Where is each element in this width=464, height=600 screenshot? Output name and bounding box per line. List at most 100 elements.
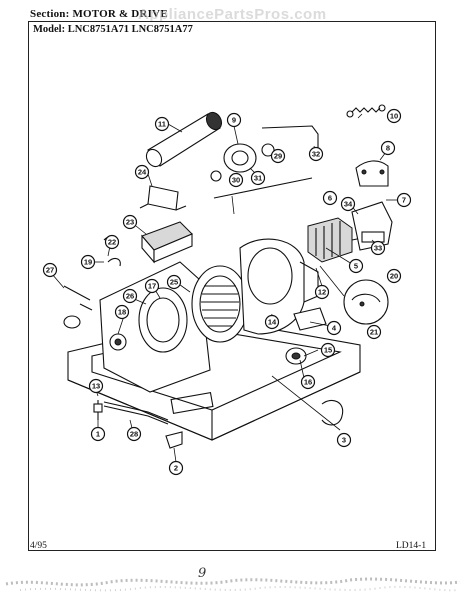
callout-11: 11 [154, 116, 170, 132]
callout-28: 28 [126, 426, 142, 442]
callout-31: 31 [250, 170, 266, 186]
leader-lines [51, 113, 398, 463]
handwritten-mark: 9 [198, 566, 207, 581]
callout-8: 8 [380, 140, 396, 156]
callout-16: 16 [300, 374, 316, 390]
callout-17: 17 [144, 278, 160, 294]
svg-text:11: 11 [158, 120, 166, 129]
svg-text:23: 23 [126, 218, 134, 227]
callout-30: 30 [228, 172, 244, 188]
svg-text:20: 20 [390, 272, 398, 281]
svg-text:5: 5 [354, 262, 358, 271]
callout-9: 9 [226, 112, 242, 128]
callout-14: 14 [264, 314, 280, 330]
callout-12: 12 [314, 284, 330, 300]
callout-10: 10 [386, 108, 402, 124]
motor-bracket [355, 160, 389, 187]
svg-text:33: 33 [374, 244, 382, 253]
detail-circle [319, 265, 389, 325]
drive-belt [103, 401, 169, 425]
svg-text:26: 26 [126, 292, 134, 301]
svg-text:29: 29 [274, 152, 282, 161]
blower-wheel [191, 265, 249, 343]
svg-text:16: 16 [304, 378, 312, 387]
callout-21: 21 [366, 324, 382, 340]
idler-pulley-shaft [145, 111, 223, 168]
callout-24: 24 [134, 164, 150, 180]
section-heading: Section: MOTOR & DRIVE [30, 8, 168, 20]
callout-22: 22 [104, 234, 120, 250]
svg-text:14: 14 [268, 318, 277, 327]
small-bracket [293, 307, 327, 331]
svg-text:15: 15 [324, 346, 332, 355]
svg-text:4: 4 [332, 324, 337, 333]
callout-26: 26 [122, 288, 138, 304]
callout-19: 19 [80, 254, 96, 270]
svg-text:31: 31 [254, 174, 262, 183]
callout-15: 15 [320, 342, 336, 358]
support-bracket [139, 185, 187, 211]
motor-block [141, 221, 193, 264]
revision-date: 4/95 [30, 541, 47, 551]
callout-32: 32 [308, 146, 324, 162]
callout-25: 25 [166, 274, 182, 290]
model-heading: Model: LNC8751A71 LNC8751A77 [33, 24, 193, 35]
svg-text:10: 10 [390, 112, 398, 121]
svg-text:21: 21 [370, 328, 378, 337]
section-value: MOTOR & DRIVE [72, 8, 168, 20]
svg-text:6: 6 [328, 194, 332, 203]
diagram-frame [28, 21, 436, 551]
sensor-assembly [63, 285, 93, 329]
svg-text:17: 17 [148, 282, 156, 291]
tension-spring [346, 104, 386, 118]
svg-text:22: 22 [108, 238, 116, 247]
svg-text:7: 7 [402, 196, 406, 205]
svg-text:8: 8 [386, 144, 390, 153]
callout-23: 23 [122, 214, 138, 230]
svg-text:18: 18 [118, 308, 126, 317]
svg-text:32: 32 [312, 150, 320, 159]
svg-text:27: 27 [46, 266, 54, 275]
section-label: Section: [30, 8, 70, 20]
svg-text:19: 19 [84, 258, 92, 267]
callout-13: 13 [88, 378, 104, 394]
drive-motor [307, 201, 393, 263]
svg-text:12: 12 [318, 288, 326, 297]
callout-1: 1 [90, 426, 106, 442]
svg-text:9: 9 [232, 116, 236, 125]
callout-27: 27 [42, 262, 58, 278]
blower-housing [239, 238, 319, 335]
model-values: LNC8751A71 LNC8751A77 [67, 24, 193, 35]
svg-text:2: 2 [174, 464, 178, 473]
leveling-leg [93, 400, 103, 420]
retaining-clip [321, 399, 344, 426]
svg-text:24: 24 [138, 168, 147, 177]
callout-6: 6 [322, 190, 338, 206]
callout-33: 33 [370, 240, 386, 256]
pulley-detail [285, 347, 307, 365]
callout-2: 2 [168, 460, 184, 476]
idler-assembly [210, 125, 319, 199]
callout-20: 20 [386, 268, 402, 284]
callout-5: 5 [348, 258, 364, 274]
callout-18: 18 [114, 304, 130, 320]
scan-smudge [5, 577, 461, 592]
callout-34: 34 [340, 196, 356, 212]
svg-text:13: 13 [92, 382, 100, 391]
svg-text:1: 1 [96, 430, 100, 439]
callout-29: 29 [270, 148, 286, 164]
svg-text:25: 25 [170, 278, 178, 287]
callout-7: 7 [396, 192, 412, 208]
hinge-piece [165, 431, 183, 449]
page-code: LD14-1 [396, 541, 427, 551]
svg-text:30: 30 [232, 176, 240, 185]
svg-text:28: 28 [130, 430, 138, 439]
callout-3: 3 [336, 432, 352, 448]
svg-text:3: 3 [342, 436, 346, 445]
model-label: Model: [33, 24, 66, 35]
callout-4: 4 [326, 320, 342, 336]
watermark: AppliancePartsPros.com [138, 6, 327, 23]
svg-text:34: 34 [344, 200, 353, 209]
